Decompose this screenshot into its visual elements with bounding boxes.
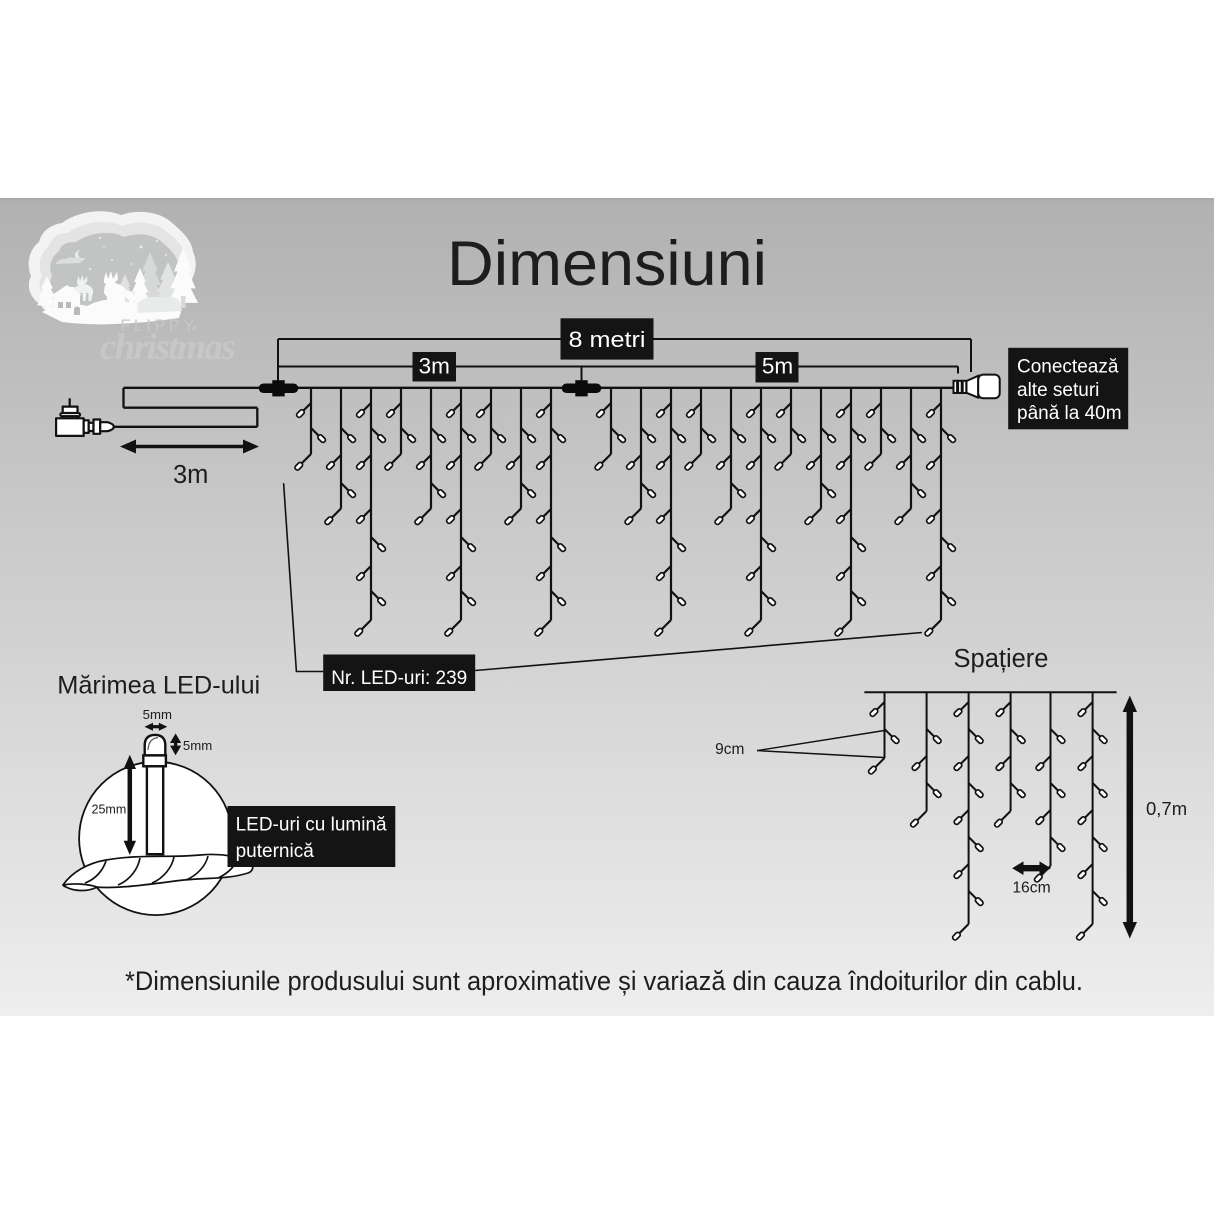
svg-text:FLIPPY: FLIPPY — [120, 317, 197, 335]
svg-text:Spațiere: Spațiere — [954, 645, 1049, 673]
svg-text:Conectează: Conectează — [1017, 357, 1119, 378]
svg-text:3m: 3m — [173, 461, 208, 489]
svg-text:16cm: 16cm — [1012, 880, 1050, 897]
svg-text:puternică: puternică — [236, 841, 315, 862]
svg-text:25mm: 25mm — [92, 803, 127, 817]
svg-text:5mm: 5mm — [143, 707, 172, 722]
svg-text:Mărimea LED-ului: Mărimea LED-ului — [57, 672, 260, 700]
svg-text:9cm: 9cm — [715, 741, 744, 758]
svg-text:christmas: christmas — [100, 327, 236, 368]
svg-text:3m: 3m — [419, 354, 450, 379]
svg-text:alte seturi: alte seturi — [1017, 380, 1099, 401]
svg-text:5mm: 5mm — [183, 738, 212, 753]
svg-text:LED-uri cu lumină: LED-uri cu lumină — [236, 815, 387, 836]
svg-text:Nr. LED-uri: 239: Nr. LED-uri: 239 — [331, 667, 467, 689]
svg-text:până la 40m: până la 40m — [1017, 403, 1122, 424]
svg-text:8 metri: 8 metri — [569, 327, 646, 352]
svg-text:*Dimensiunile produsului sunt: *Dimensiunile produsului sunt aproximati… — [125, 966, 1083, 996]
svg-text:5m: 5m — [762, 354, 793, 379]
svg-text:0,7m: 0,7m — [1146, 798, 1187, 819]
svg-text:Dimensiuni: Dimensiuni — [447, 229, 767, 299]
